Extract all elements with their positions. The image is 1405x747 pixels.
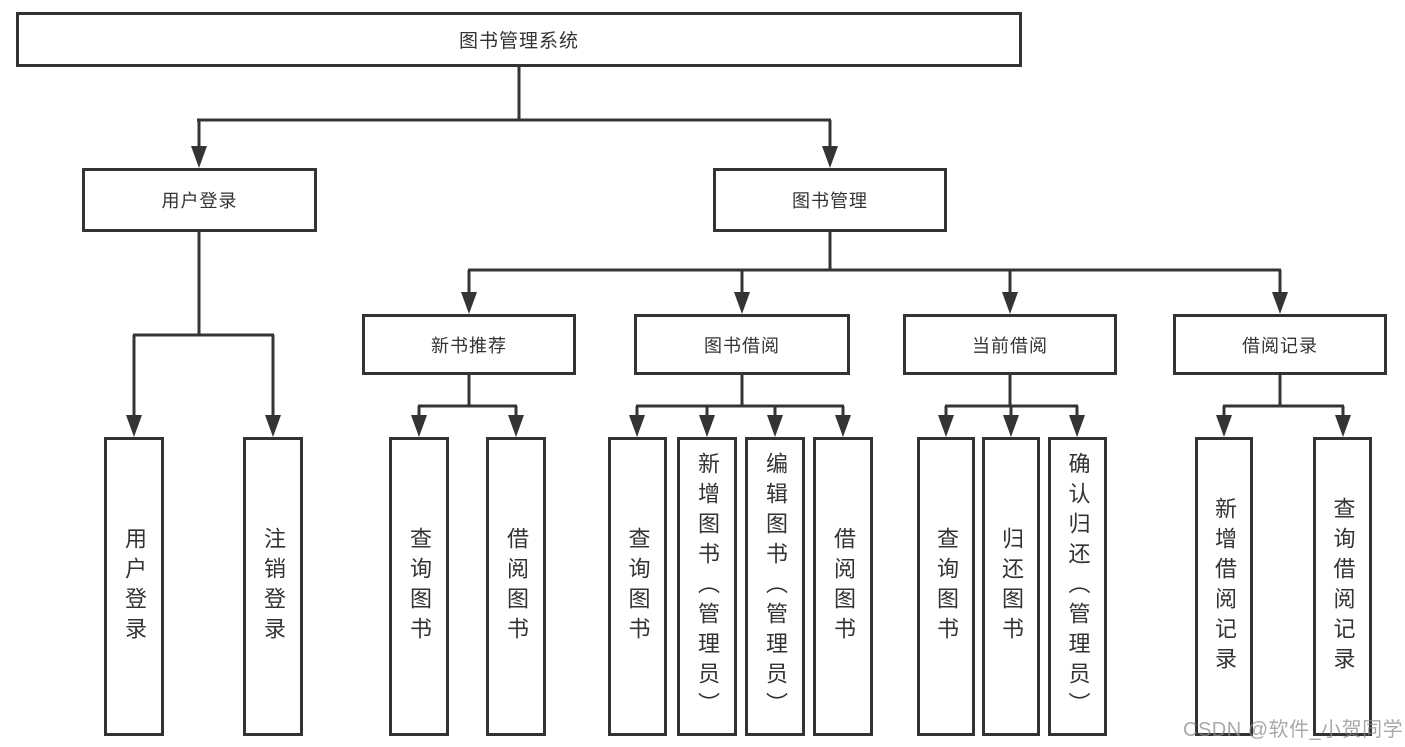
leaf-logout: 注销登录 [243,437,303,736]
node-book-management: 图书管理 [713,168,947,232]
leaf-borrow-query-books: 查询图书 [608,437,667,736]
connector-borrow-record-children [1216,375,1351,437]
csdn-watermark: CSDN @软件_小贺同学 [1183,719,1404,741]
leaf-return-books: 归还图书 [982,437,1040,736]
node-borrow-records: 借阅记录 [1173,314,1387,375]
connector-book-management-children [461,232,1288,314]
leaf-add-books-admin: 新增图书（管理员） [677,437,737,736]
leaf-edit-books-admin: 编辑图书（管理员） [745,437,805,736]
connector-user-login-children [126,232,281,437]
node-root-system: 图书管理系统 [16,12,1022,67]
leaf-newbook-query-books: 查询图书 [389,437,449,736]
node-current-borrow: 当前借阅 [903,314,1117,375]
node-book-borrow: 图书借阅 [634,314,850,375]
node-user-login: 用户登录 [82,168,317,232]
leaf-newbook-borrow-books: 借阅图书 [486,437,546,736]
connector-book-borrow-children [629,375,851,437]
leaf-add-borrow-record: 新增借阅记录 [1195,437,1253,736]
connector-current-borrow-children [938,375,1085,437]
connector-new-book-children [411,375,524,437]
leaf-borrow-borrow-books: 借阅图书 [813,437,873,736]
leaf-query-borrow-record: 查询借阅记录 [1313,437,1372,736]
node-new-book-recommend: 新书推荐 [362,314,576,375]
connector-root-to-level2 [191,67,838,168]
leaf-user-login: 用户登录 [104,437,164,736]
leaf-confirm-return-admin: 确认归还（管理员） [1048,437,1107,736]
leaf-current-query-books: 查询图书 [917,437,975,736]
